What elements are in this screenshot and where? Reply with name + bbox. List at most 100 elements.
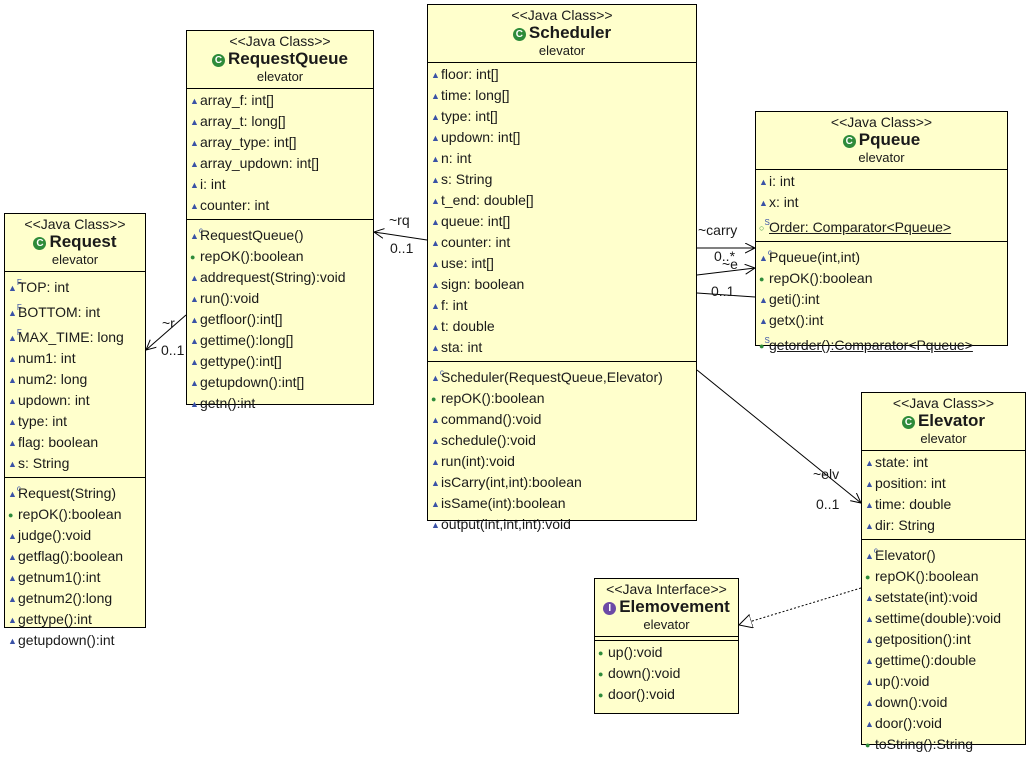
fields-section: ▲array_f: int[] ▲array_t: long[] ▲array_…: [187, 89, 373, 219]
scheduler-to-elevator-line: [696, 369, 861, 503]
package-name: elevator: [858, 150, 905, 165]
method-icon: ▲: [865, 677, 874, 687]
method-icon: ▲: [865, 698, 874, 708]
method-icon: ▲: [190, 336, 199, 346]
field-icon: ▲: [431, 238, 440, 248]
method: ●repOK():boolean: [756, 268, 1007, 289]
field: ▲FMAX_TIME: long: [5, 323, 145, 348]
method: ▲getfloor():int[]: [187, 309, 373, 330]
method: ▲getflag():boolean: [5, 546, 145, 567]
field-icon: ▲: [431, 154, 440, 164]
class-icon: C: [901, 416, 915, 429]
interface-icon: I: [603, 602, 617, 615]
method-icon: ▲: [865, 593, 874, 603]
method: ▲getnum2():long: [5, 588, 145, 609]
class-icon: C: [842, 135, 856, 148]
constructor-icon: ▲c: [190, 226, 203, 241]
fields-section: ▲FTOP: int ▲FBOTTOM: int ▲FMAX_TIME: lon…: [5, 272, 145, 477]
field: ▲array_t: long[]: [187, 111, 373, 132]
method: ▲getn():int: [187, 393, 373, 414]
method: ●toString():String: [862, 734, 1025, 755]
field: ▲array_f: int[]: [187, 90, 373, 111]
class-name: RequestQueue: [228, 49, 348, 68]
constructor-icon: ▲c: [865, 546, 878, 561]
field-icon: ▲: [431, 259, 440, 269]
methods-section: ▲cRequest(String) ●repOK():boolean ▲judg…: [5, 477, 145, 654]
field: ▲FTOP: int: [5, 273, 145, 298]
public-method-icon: ●: [431, 394, 437, 404]
final-field-icon: ▲F: [8, 303, 22, 318]
field-icon: ▲: [190, 180, 199, 190]
fields-section: ▲floor: int[] ▲time: long[] ▲type: int[]…: [428, 63, 696, 361]
public-method-icon: ●: [865, 740, 871, 750]
method: ●repOK():boolean: [5, 504, 145, 525]
field: ▲FBOTTOM: int: [5, 298, 145, 323]
method: ▲gettype():int: [5, 609, 145, 630]
method: ▲getupdown():int: [5, 630, 145, 651]
method-icon: ▲: [190, 294, 199, 304]
field-icon: ▲: [865, 521, 874, 531]
field-icon: ▲: [431, 70, 440, 80]
field-icon: ▲: [431, 217, 440, 227]
method: ▲getposition():int: [862, 629, 1025, 650]
method: ●door():void: [595, 684, 738, 705]
field-icon: ▲: [190, 201, 199, 211]
method: ▲cPqueue(int,int): [756, 243, 1007, 268]
field: ▲floor: int[]: [428, 64, 696, 85]
field: ▲type: int: [5, 411, 145, 432]
field-icon: ▲: [431, 133, 440, 143]
field: ▲flag: boolean: [5, 432, 145, 453]
fields-section: ▲i: int ▲x: int ○SOrder: Comparator<Pque…: [756, 170, 1007, 241]
field-icon: ▲: [8, 396, 17, 406]
stereotype: <<Java Class>>: [830, 114, 933, 130]
package-name: elevator: [256, 69, 304, 84]
method: ▲cRequestQueue(): [187, 221, 373, 246]
method: ▲getupdown():int[]: [187, 372, 373, 393]
field: ▲sign: boolean: [428, 274, 696, 295]
method: ▲setstate(int):void: [862, 587, 1025, 608]
methods-section: ●up():void ●down():void ●door():void: [595, 640, 738, 708]
methods-section: ▲cScheduler(RequestQueue,Elevator) ●repO…: [428, 361, 696, 538]
method-icon: ▲: [431, 478, 440, 488]
field: ▲counter: int: [187, 195, 373, 216]
method-icon: ▲: [865, 635, 874, 645]
field-icon: ▲: [431, 343, 440, 353]
field-icon: ▲: [190, 159, 199, 169]
stereotype: <<Java Class>>: [24, 216, 126, 232]
field-icon: ▲: [431, 175, 440, 185]
field: ▲i: int: [756, 171, 1007, 192]
assoc-elv-role: ~elv: [813, 466, 840, 482]
field: ▲s: String: [428, 169, 696, 190]
class-name: Request: [49, 232, 117, 251]
final-field-icon: ▲F: [8, 278, 22, 293]
field-icon: ▲: [865, 458, 874, 468]
field-icon: ▲: [865, 479, 874, 489]
method: ▲command():void: [428, 409, 696, 430]
final-field-icon: ▲F: [8, 328, 22, 343]
assoc-r-multiplicity: 0..1: [161, 342, 185, 358]
method: ▲door():void: [862, 713, 1025, 734]
public-method-icon: ●: [598, 648, 604, 658]
assoc-elv-multiplicity: 0..1: [816, 496, 840, 512]
method-icon: ▲: [431, 520, 440, 530]
assoc-e-role: ~e: [722, 256, 738, 272]
method-icon: ▲: [865, 656, 874, 666]
method: ●down():void: [595, 663, 738, 684]
package-name: elevator: [920, 431, 967, 446]
field-icon: ▲: [8, 417, 17, 427]
field: ▲t: double: [428, 316, 696, 337]
class-icon: C: [33, 237, 47, 250]
package-name: elevator: [51, 252, 99, 267]
field-icon: ▲: [759, 177, 768, 187]
